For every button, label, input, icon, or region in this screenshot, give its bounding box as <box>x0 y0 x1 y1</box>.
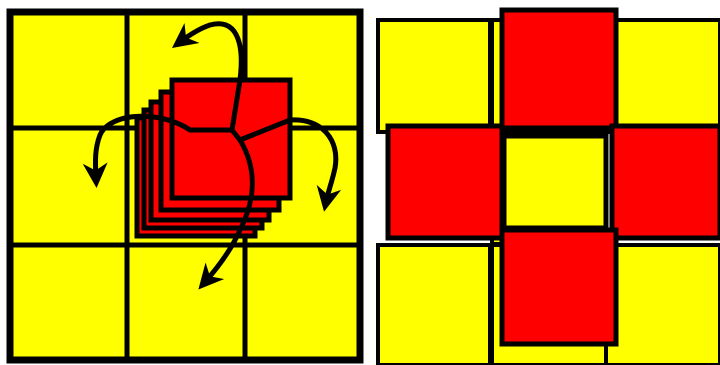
sticker-bottom-left <box>378 245 490 365</box>
red-tile-bottom <box>502 230 616 344</box>
right-panel <box>374 10 720 365</box>
sticker-bottom-right <box>606 245 720 365</box>
sticker-top-left <box>378 20 490 132</box>
sticker-top-right <box>606 20 720 132</box>
red-tile-left <box>388 126 502 238</box>
left-panel <box>10 12 360 360</box>
red-tile-right <box>612 126 720 238</box>
red-tile-top <box>502 10 616 128</box>
center-yellow-tile <box>504 136 606 228</box>
stacked-red-tiles <box>137 80 290 236</box>
stacked-tile-front <box>172 80 290 198</box>
